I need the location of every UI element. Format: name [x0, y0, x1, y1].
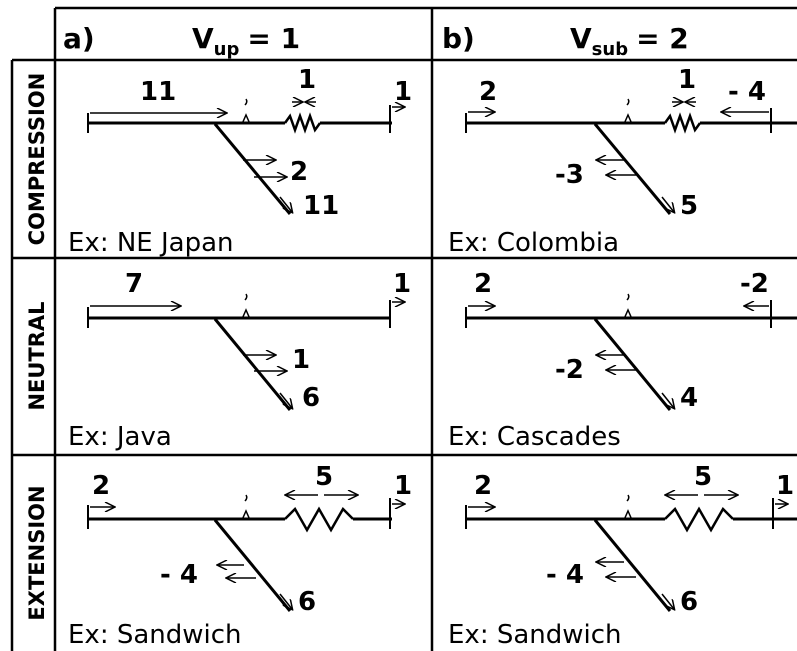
slab-line [213, 519, 292, 612]
velocity-label: 4 [680, 383, 698, 413]
velocity-arrow [661, 593, 674, 609]
panel-neutral-a [87, 293, 404, 411]
velocity-label: - 4 [728, 77, 766, 107]
spring-icon [283, 112, 322, 134]
velocity-label: 11 [303, 191, 339, 221]
example-label: Ex: Colombia [448, 228, 619, 258]
table-grid [10, 6, 797, 651]
velocity-label: - 4 [546, 560, 584, 590]
velocity-label: -2 [740, 269, 769, 299]
example-label: Ex: Sandwich [448, 620, 622, 650]
velocity-arrow [279, 196, 292, 212]
velocity-label: 1 [394, 471, 412, 501]
panel-compression-b [465, 99, 797, 215]
velocity-label: 1 [298, 65, 316, 95]
velocity-label: 11 [140, 77, 176, 107]
velocity-arrow [661, 196, 674, 212]
velocity-arrow [279, 593, 292, 609]
spring-icon [663, 112, 702, 134]
column-tag: a) [63, 22, 95, 55]
spring-icon [664, 506, 734, 533]
velocity-label: 5 [680, 191, 698, 221]
panel-extension-b [465, 495, 797, 612]
slab-line [593, 123, 672, 215]
velocity-label: 1 [678, 65, 696, 95]
row-label-extension: EXTENSION [25, 485, 49, 620]
velocity-label: Vup= 1 [192, 22, 300, 60]
example-label: Ex: Sandwich [68, 620, 242, 650]
velocity-label: 1 [776, 471, 794, 501]
column-header-b: b) Vsub= 2 [442, 22, 689, 60]
panel-extension-a [87, 495, 404, 612]
velocity-label: -3 [555, 160, 584, 190]
slab-line [593, 519, 672, 612]
velocity-label: 5 [694, 462, 712, 492]
row-label-compression: COMPRESSION [25, 73, 49, 246]
slab-line [213, 318, 292, 411]
panel-compression-a [87, 99, 404, 215]
volcano-icon [623, 509, 633, 521]
velocity-label: Vsub= 2 [570, 22, 689, 60]
velocity-label: 1 [292, 345, 310, 375]
volcano-icon [241, 113, 251, 125]
slab-line [593, 318, 672, 411]
velocity-label: - 4 [160, 560, 198, 590]
column-header-a: a) Vup= 1 [63, 22, 300, 60]
velocity-label: 7 [125, 269, 143, 299]
velocity-arrow [661, 392, 674, 408]
velocity-label: 2 [474, 471, 492, 501]
column-tag: b) [442, 22, 475, 55]
velocity-arrow [279, 392, 292, 408]
row-label-neutral: NEUTRAL [25, 301, 49, 410]
velocity-label: 2 [92, 471, 110, 501]
volcano-icon [623, 113, 633, 125]
velocity-label: -2 [555, 355, 584, 385]
velocity-label: 5 [315, 462, 333, 492]
slab-line [213, 123, 292, 215]
volcano-icon [241, 308, 251, 320]
velocity-label: 6 [302, 383, 320, 413]
volcano-icon [623, 308, 633, 320]
velocity-label: 2 [290, 157, 308, 187]
example-label: Ex: Cascades [448, 422, 621, 452]
velocity-label: 1 [394, 77, 412, 107]
spring-icon [284, 506, 354, 533]
volcano-icon [241, 509, 251, 521]
example-label: Ex: Java [68, 422, 172, 452]
velocity-label: 2 [474, 269, 492, 299]
velocity-label: 2 [479, 77, 497, 107]
example-label: Ex: NE Japan [68, 228, 234, 258]
panel-neutral-b [465, 293, 797, 411]
velocity-label: 6 [680, 587, 698, 617]
velocity-label: 6 [298, 587, 316, 617]
velocity-label: 1 [393, 269, 411, 299]
